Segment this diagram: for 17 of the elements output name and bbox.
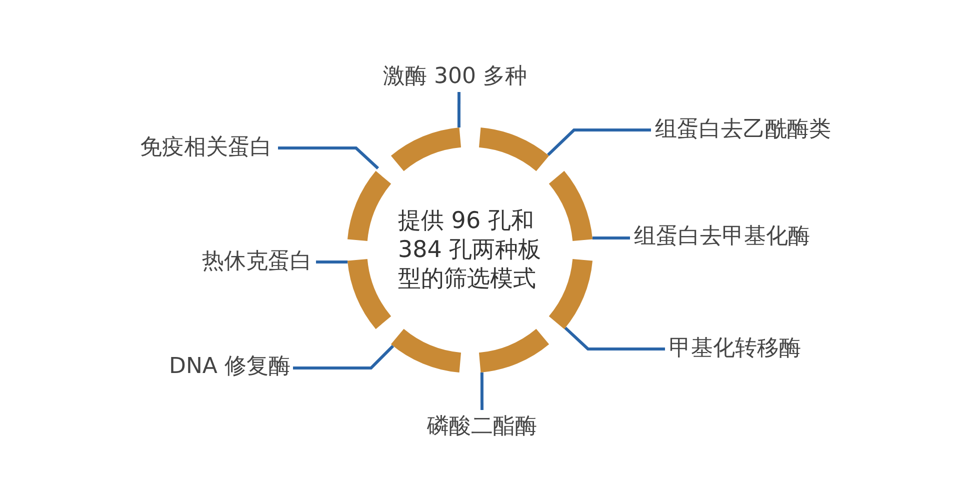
leader-line [547, 128, 651, 156]
item-label: DNA 修复酶 [169, 354, 290, 380]
leader-line [457, 92, 460, 128]
leader-line [293, 344, 394, 370]
leader-line [278, 146, 380, 170]
item-label: 组蛋白去甲基化酶 [634, 224, 810, 250]
item-label: 组蛋白去乙酰酶类 [655, 117, 831, 143]
leader-line [316, 260, 348, 264]
leader-line [564, 326, 665, 350]
item-label: 甲基化转移酶 [669, 336, 801, 362]
item-label: 热休克蛋白 [202, 249, 312, 275]
item-label: 免疫相关蛋白 [140, 135, 272, 161]
item-label: 激酶 300 多种 [383, 64, 527, 90]
item-label: 磷酸二酯酶 [427, 414, 537, 440]
leader-line [480, 372, 484, 410]
leader-line [592, 236, 630, 240]
centre-text: 提供 96 孔和 384 孔两种板型的筛选模式 [398, 207, 542, 294]
